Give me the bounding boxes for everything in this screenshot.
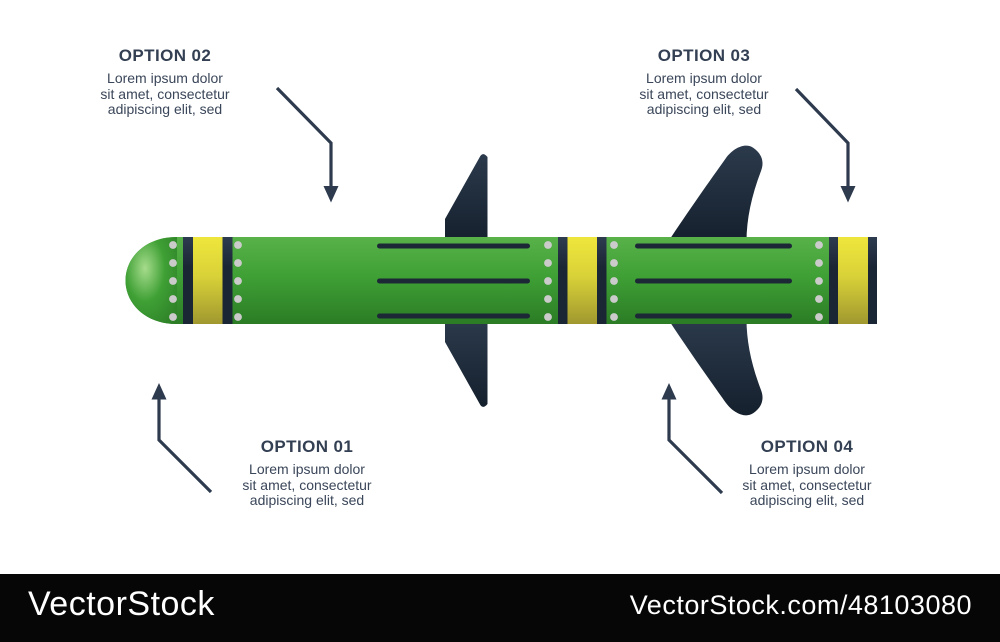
rivet-dot [544,277,552,285]
navy-band-6 [868,237,877,324]
rivet-dot [815,277,823,285]
arrow-down-icon [840,186,856,203]
option-03-line-3: adipiscing elit, sed [646,101,762,117]
rivet-dot [815,313,823,321]
arrow-down-icon [323,186,339,203]
option-04-block: OPTION 04 Lorem ipsum dolor sit amet, co… [687,436,927,509]
front-fin-bottom [445,319,488,407]
navy-band-3 [558,237,568,324]
panel-line [635,278,792,284]
rivet-dots [169,241,823,321]
panel-line [635,313,792,319]
rivet-dot [610,295,618,303]
option-03-line-2: sit amet, consectetur [639,85,769,102]
option-03-block: OPTION 03 Lorem ipsum dolor sit amet, co… [584,45,824,118]
rivet-dot [610,313,618,321]
rivet-dot [234,277,242,285]
navy-band-2 [222,237,233,324]
rivet-dot [169,241,177,249]
rivet-dot [815,241,823,249]
rivet-dot [544,259,552,267]
option-01-line-1: Lorem ipsum dolor [249,461,365,477]
option-01-line-3: adipiscing elit, sed [249,492,365,508]
rivet-dot [234,241,242,249]
option-03-text: Lorem ipsum dolor sit amet, consectetur … [584,70,824,118]
option-04-line-3: adipiscing elit, sed [749,492,865,508]
navy-band-4 [597,237,607,324]
yellow-band-front [193,237,223,324]
option-01-block: OPTION 01 Lorem ipsum dolor sit amet, co… [187,436,427,509]
option-01-text: Lorem ipsum dolor sit amet, consectetur … [187,461,427,509]
rivet-dot [169,313,177,321]
rivet-dot [544,295,552,303]
option-02-title: OPTION 02 [118,46,212,65]
navy-band-1 [183,237,193,324]
option-03-line-1: Lorem ipsum dolor [646,70,762,86]
option-01-line-2: sit amet, consectetur [242,476,372,493]
option-04-title: OPTION 04 [760,437,854,456]
rivet-dot [815,259,823,267]
yellow-band-tail [838,237,868,324]
navy-band-5 [829,237,838,324]
option-04-line-2: sit amet, consectetur [742,476,872,493]
panel-lines [377,243,792,319]
option-02-arrow [275,86,339,203]
rivet-dot [610,259,618,267]
option-01-arrow [151,383,213,494]
rear-fin-top [668,145,763,242]
rear-fin-bottom [668,319,763,416]
option-04-line-1: Lorem ipsum dolor [749,461,865,477]
rivet-dot [234,295,242,303]
rivet-dot [169,277,177,285]
option-01-title: OPTION 01 [260,437,354,456]
rivet-dot [169,259,177,267]
yellow-band-middle [567,237,597,324]
watermark-url: VectorStock.com/48103080 [629,589,972,620]
panel-line [377,243,530,249]
option-02-line-1: Lorem ipsum dolor [107,70,223,86]
option-03-title: OPTION 03 [657,46,751,65]
rivet-dot [234,313,242,321]
option-04-text: Lorem ipsum dolor sit amet, consectetur … [687,461,927,509]
rivet-dot [544,241,552,249]
panel-line [377,313,530,319]
panel-line [635,243,792,249]
arrow-up-icon [151,383,167,400]
panel-line [377,278,530,284]
missile-nose [125,237,177,324]
front-fin-top [445,154,488,242]
option-02-block: OPTION 02 Lorem ipsum dolor sit amet, co… [45,45,285,118]
rivet-dot [815,295,823,303]
watermark-bar: VectorStock VectorStock.com/48103080 [0,574,1000,642]
option-03-arrow [794,87,856,203]
arrow-up-icon [661,383,677,400]
option-04-arrow [661,383,724,495]
option-02-text: Lorem ipsum dolor sit amet, consectetur … [45,70,285,118]
rivet-dot [544,313,552,321]
option-02-line-2: sit amet, consectetur [100,85,230,102]
rivet-dot [234,259,242,267]
rivet-dot [169,295,177,303]
option-02-line-3: adipiscing elit, sed [107,101,223,117]
rivet-dot [610,241,618,249]
rivet-dot [610,277,618,285]
watermark-brand: VectorStock [28,584,215,623]
